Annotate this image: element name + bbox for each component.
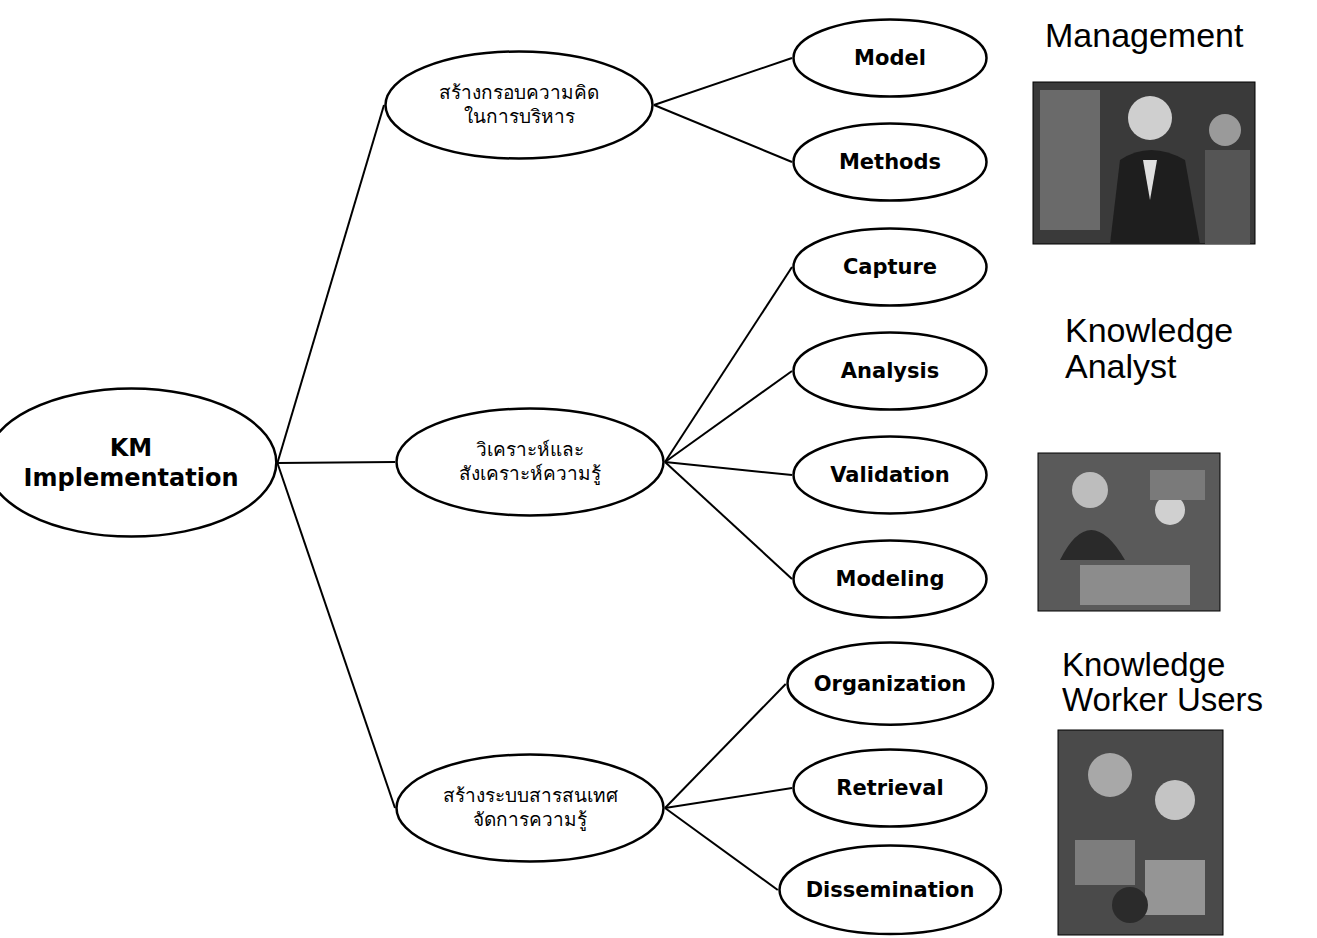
ellipse-node: Analysis xyxy=(792,331,988,411)
analyst-photo xyxy=(1038,453,1220,611)
connector-line xyxy=(277,105,384,463)
ellipse-node: สร้างระบบสารสนเทศ จัดการความรู้ xyxy=(395,753,665,863)
ellipse-shape xyxy=(794,333,987,410)
ellipse-shape xyxy=(397,409,664,516)
ellipse-node: Modeling xyxy=(792,539,988,619)
ellipse-outline xyxy=(0,387,277,538)
text-run: วิเคราะห์และ xyxy=(476,438,584,460)
ellipse-shape xyxy=(794,437,987,514)
text-run: Implementation xyxy=(24,464,239,492)
text-run: Methods xyxy=(839,150,941,174)
role-label: Management xyxy=(1045,18,1305,54)
text-run: Retrieval xyxy=(836,776,943,800)
node-text: Dissemination xyxy=(806,877,975,903)
ellipse-node: Validation xyxy=(792,435,988,515)
ellipse-node: Model xyxy=(792,18,988,98)
text-run: Organization xyxy=(814,672,967,696)
node-text: Capture xyxy=(843,254,937,280)
connector-line xyxy=(665,788,792,808)
connector-line xyxy=(665,808,778,890)
text-run: สังเคราะห์ความรู้ xyxy=(459,462,601,484)
ellipse-shape xyxy=(397,755,664,862)
node-text: สร้างกรอบความคิด ในการบริหาร xyxy=(439,81,599,129)
node-text: Model xyxy=(854,45,926,71)
connector-line xyxy=(665,462,792,579)
ellipse-node: Retrieval xyxy=(792,748,988,828)
ellipse-node: Dissemination xyxy=(778,844,1002,936)
ellipse-shape xyxy=(386,52,653,159)
connector-line xyxy=(665,462,792,475)
node-text: Analysis xyxy=(841,358,939,384)
ellipse-shape xyxy=(779,846,1000,935)
ellipse-shape xyxy=(794,124,987,201)
text-run: KM xyxy=(110,434,152,462)
text-run: Validation xyxy=(830,463,950,487)
ellipse-shape xyxy=(0,389,276,537)
ellipse-shape xyxy=(794,541,987,618)
ellipse-node: KM Implementation xyxy=(0,387,277,538)
node-text: Organization xyxy=(814,671,967,697)
text-run: ในการบริหาร xyxy=(464,105,575,127)
node-text: KM Implementation xyxy=(24,433,239,493)
connector-line xyxy=(277,463,395,808)
connector-line xyxy=(665,684,786,808)
text-run: Capture xyxy=(843,255,937,279)
node-text: วิเคราะห์และ สังเคราะห์ความรู้ xyxy=(459,438,601,486)
ellipse-shape xyxy=(787,643,993,725)
text-run: Model xyxy=(854,46,926,70)
ellipse-node: วิเคราะห์และ สังเคราะห์ความรู้ xyxy=(395,407,665,517)
ellipse-node: Capture xyxy=(792,227,988,307)
ellipse-node: Methods xyxy=(792,122,988,202)
text-run: สร้างกรอบความคิด xyxy=(439,81,599,103)
ellipse-shape xyxy=(794,20,987,97)
node-text: Validation xyxy=(830,462,950,488)
connector-line xyxy=(665,371,792,462)
connector-line xyxy=(277,461,395,464)
ellipse-shape xyxy=(794,750,987,827)
connector-line xyxy=(654,105,792,162)
connector-line xyxy=(665,267,792,462)
ellipse-node: Organization xyxy=(786,641,995,726)
ellipse-shape xyxy=(794,229,987,306)
text-run: Analysis xyxy=(841,359,939,383)
text-run: Modeling xyxy=(836,567,945,591)
text-run: Dissemination xyxy=(806,878,975,902)
role-label: Knowledge Analyst xyxy=(1065,313,1295,384)
node-text: Modeling xyxy=(836,566,945,592)
management-photo xyxy=(1033,82,1255,244)
connector-line xyxy=(654,58,792,105)
node-text: Methods xyxy=(839,149,941,175)
role-label: Knowledge Worker Users xyxy=(1062,648,1307,717)
worker-photo xyxy=(1058,730,1223,935)
node-text: สร้างระบบสารสนเทศ จัดการความรู้ xyxy=(443,784,618,832)
ellipse-node: สร้างกรอบความคิด ในการบริหาร xyxy=(384,50,654,160)
text-run: สร้างระบบสารสนเทศ xyxy=(443,784,618,806)
text-run: จัดการความรู้ xyxy=(473,808,587,830)
node-text: Retrieval xyxy=(836,775,943,801)
